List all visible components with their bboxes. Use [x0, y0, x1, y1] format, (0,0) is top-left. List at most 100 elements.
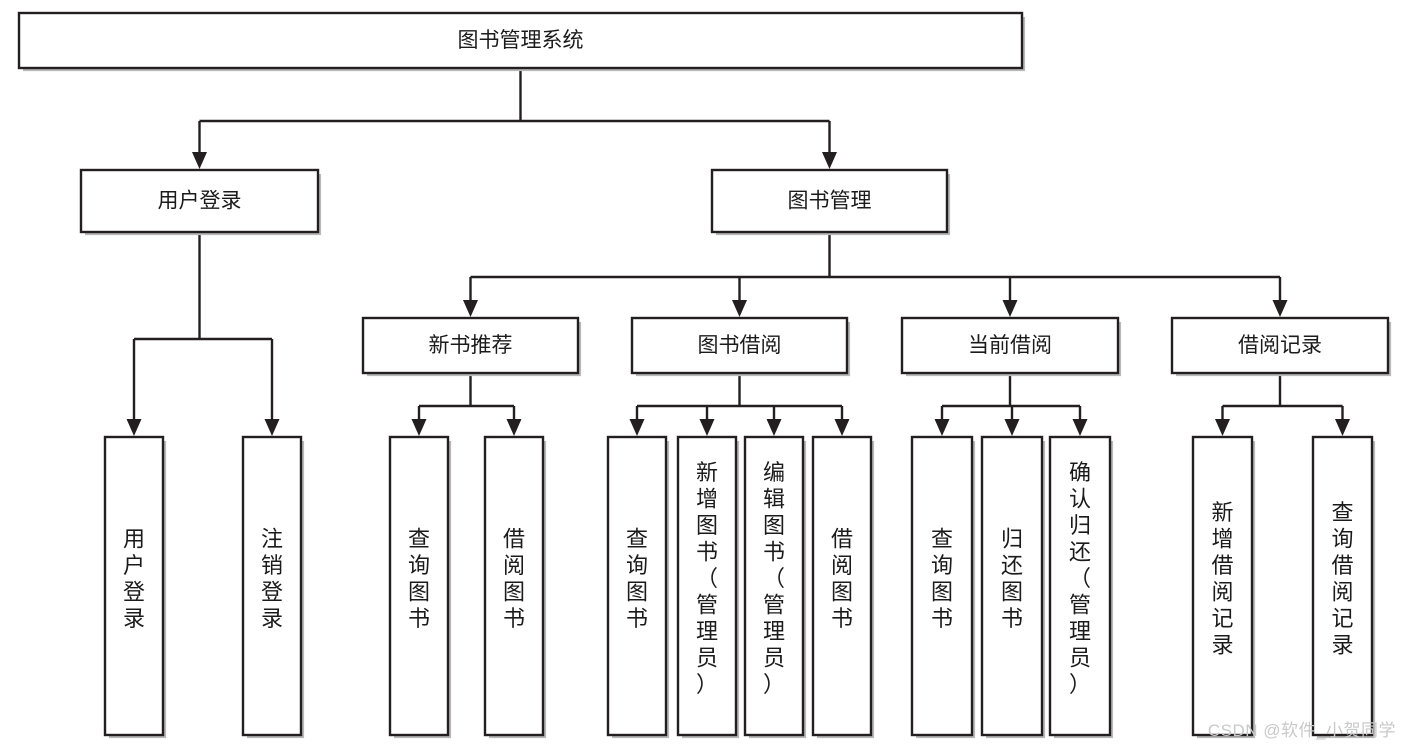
node-leaf-query-book-3[interactable]: 查询图书 — [910, 435, 976, 739]
node-leaf-borrow-book-2[interactable]: 借阅图书 — [811, 435, 875, 739]
node-leaf-add-record[interactable]: 新增借阅记录 — [1191, 435, 1256, 739]
node-label: 图书管理 — [788, 190, 872, 213]
node-leaf-user-login[interactable]: 用户登录 — [103, 435, 167, 739]
node-shadow — [906, 322, 1122, 377]
node-leaf-query-book-1[interactable]: 查询图书 — [388, 435, 452, 739]
node-leaf-add-book[interactable]: 新增图书（管理员） — [676, 435, 740, 739]
node-leaf-edit-book[interactable]: 编辑图书（管理员） — [743, 435, 807, 739]
node-label: 归还图书 — [1001, 526, 1023, 631]
node-box[interactable] — [1048, 435, 1112, 737]
node-label: 借阅记录 — [1238, 334, 1322, 357]
node-box[interactable] — [630, 316, 849, 375]
arrow-head-icon — [1215, 419, 1230, 436]
node-book-borrow[interactable]: 图书借阅 — [630, 316, 851, 377]
node-shadow — [109, 441, 167, 739]
node-box[interactable] — [1191, 435, 1254, 737]
node-shadow — [489, 441, 547, 739]
arrow-head-icon — [1272, 300, 1288, 317]
node-label: 当前借阅 — [968, 334, 1052, 357]
connector-group-book-borrow — [629, 373, 850, 436]
node-leaf-confirm-return[interactable]: 确认归还（管理员） — [1048, 435, 1114, 739]
node-leaf-logout[interactable]: 注销登录 — [241, 435, 305, 739]
arrow-head-icon — [834, 419, 850, 436]
node-shadow — [916, 441, 976, 739]
node-label: 新增图书（管理员） — [696, 460, 718, 697]
node-box[interactable] — [1170, 316, 1390, 375]
node-box[interactable] — [606, 435, 668, 737]
node-user-login[interactable]: 用户登录 — [79, 168, 322, 236]
arrow-head-icon — [264, 419, 280, 436]
arrow-head-icon — [192, 152, 207, 169]
node-shadow — [1054, 441, 1114, 739]
node-leaf-query-record[interactable]: 查询借阅记录 — [1311, 435, 1376, 739]
node-box[interactable] — [811, 435, 873, 737]
node-shadow — [749, 441, 807, 739]
node-box[interactable] — [1311, 435, 1374, 737]
arrow-head-icon — [1072, 419, 1088, 436]
arrow-head-icon — [126, 419, 142, 436]
node-box[interactable] — [241, 435, 303, 737]
node-new-book-recommend[interactable]: 新书推荐 — [361, 316, 582, 377]
node-shadow — [716, 174, 951, 236]
arrow-head-icon — [732, 300, 747, 317]
arrow-head-icon — [411, 419, 427, 436]
arrow-head-icon — [766, 419, 782, 436]
node-shadow — [394, 441, 452, 739]
node-label: 新增借阅记录 — [1211, 500, 1233, 658]
node-leaf-borrow-book-1[interactable]: 借阅图书 — [483, 435, 547, 739]
connector-group-current-borrow — [934, 373, 1088, 436]
node-box[interactable] — [676, 435, 738, 737]
node-box[interactable] — [17, 11, 1024, 70]
arrow-head-icon — [1335, 419, 1350, 436]
node-shadow — [1176, 322, 1392, 377]
node-box[interactable] — [900, 316, 1120, 375]
arrow-head-icon — [822, 152, 837, 169]
node-leaf-return-book[interactable]: 归还图书 — [980, 435, 1046, 739]
node-box[interactable] — [361, 316, 580, 375]
node-shadow — [682, 441, 740, 739]
node-shadow — [636, 322, 851, 377]
node-shadow — [367, 322, 582, 377]
node-book-manage[interactable]: 图书管理 — [710, 168, 951, 236]
node-box[interactable] — [743, 435, 805, 737]
arrow-head-icon — [463, 300, 478, 317]
node-label: 注销登录 — [261, 526, 283, 631]
node-box[interactable] — [103, 435, 165, 737]
node-current-borrow[interactable]: 当前借阅 — [900, 316, 1122, 377]
node-label: 借阅图书 — [831, 526, 853, 631]
node-shadow — [817, 441, 875, 739]
node-shadow — [1317, 441, 1376, 739]
connector-group-user-login — [126, 232, 280, 436]
node-box[interactable] — [910, 435, 974, 737]
node-shadow — [85, 174, 322, 236]
connector-group-borrow-record — [1215, 373, 1350, 436]
arrow-head-icon — [699, 419, 715, 436]
node-layer: 图书管理系统用户登录图书管理新书推荐图书借阅当前借阅借阅记录用户登录注销登录查询… — [17, 11, 1392, 739]
node-shadow — [23, 17, 1026, 72]
node-box[interactable] — [980, 435, 1044, 737]
node-box[interactable] — [710, 168, 949, 234]
node-label: 查询图书 — [408, 526, 430, 631]
node-label: 查询借阅记录 — [1331, 500, 1353, 658]
node-label: 借阅图书 — [503, 526, 525, 631]
watermark-label: CSDN @软件_小贺同学 — [1207, 721, 1396, 740]
arrow-head-icon — [934, 419, 950, 436]
node-label: 用户登录 — [123, 526, 145, 631]
node-label: 图书管理系统 — [458, 29, 584, 52]
arrow-head-icon — [1004, 419, 1020, 436]
node-label: 查询图书 — [931, 526, 953, 631]
node-shadow — [986, 441, 1046, 739]
connector-group-root — [192, 68, 837, 169]
node-box[interactable] — [388, 435, 450, 737]
node-box[interactable] — [79, 168, 320, 234]
node-borrow-record[interactable]: 借阅记录 — [1170, 316, 1392, 377]
connector-layer — [126, 68, 1350, 436]
node-leaf-query-book-2[interactable]: 查询图书 — [606, 435, 670, 739]
node-box[interactable] — [483, 435, 545, 737]
connector-group-new-book-recommend — [411, 373, 522, 436]
node-root[interactable]: 图书管理系统 — [17, 11, 1026, 72]
node-label: 图书借阅 — [698, 334, 782, 357]
arrow-head-icon — [629, 419, 645, 436]
